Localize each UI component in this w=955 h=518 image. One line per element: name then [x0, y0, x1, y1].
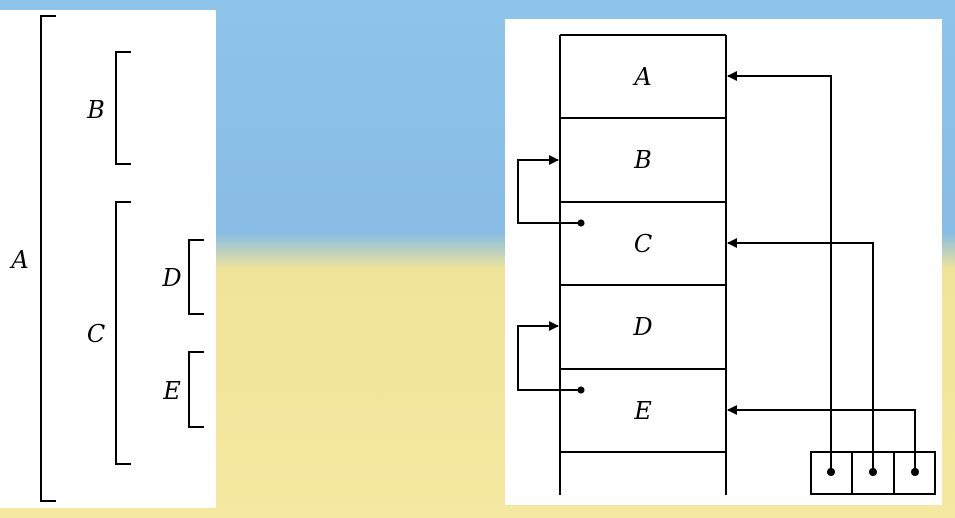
stack-cell-a-label: A [632, 63, 651, 91]
bracket-c [115, 201, 131, 465]
stack-panel [505, 19, 942, 505]
link-origin-dot-c [577, 219, 585, 227]
pointer-dot-1 [827, 468, 835, 476]
bracket-a [40, 15, 56, 502]
stack-diagram [559, 34, 727, 495]
label-a: A [9, 246, 28, 274]
bracket-b [115, 51, 131, 165]
stack-cell-e-label: E [633, 397, 652, 425]
link-origin-dot-e [577, 386, 585, 394]
bracket-e [188, 351, 204, 428]
link-to-a [727, 71, 832, 472]
pointer-dot-2 [869, 468, 877, 476]
stack-cell-b-label: B [633, 146, 652, 174]
nesting-panel [0, 10, 216, 508]
label-d: D [161, 264, 181, 292]
label-b: B [86, 96, 105, 124]
link-e-to-d [517, 321, 581, 391]
link-c-to-b [517, 155, 581, 224]
bracket-d [188, 239, 204, 315]
nesting-diagram [40, 15, 204, 502]
stack-cell-d-label: D [632, 313, 652, 341]
stack-cell-c-label: C [634, 230, 652, 258]
link-to-e [727, 405, 916, 472]
pointer-dot-3 [911, 468, 919, 476]
link-to-c [727, 238, 874, 472]
label-c: C [87, 320, 105, 348]
label-e: E [162, 377, 181, 405]
